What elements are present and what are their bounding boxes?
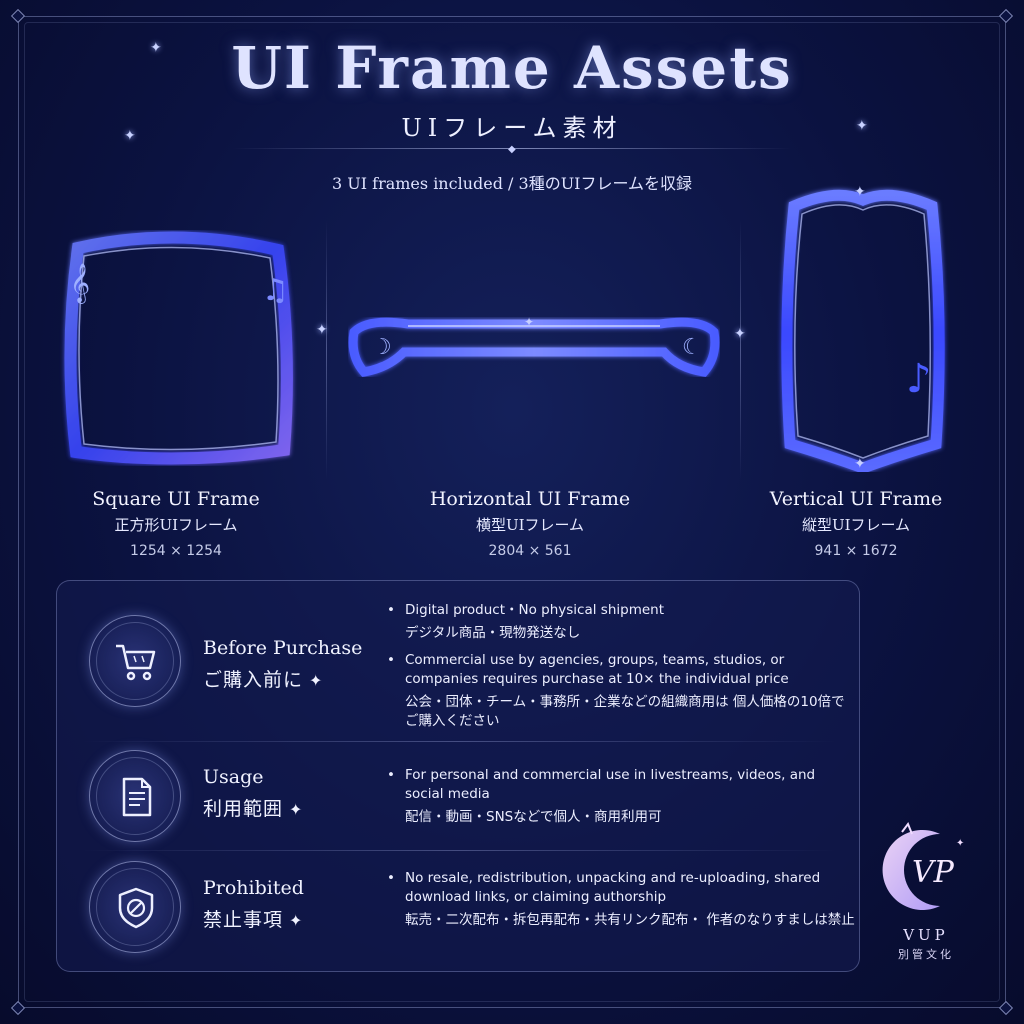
row-divider bbox=[81, 741, 837, 742]
svg-text:☽: ☽ bbox=[372, 335, 392, 360]
row-divider bbox=[81, 850, 837, 851]
frame-size: 2804 × 561 bbox=[488, 543, 572, 559]
outer-border bbox=[18, 16, 1006, 1008]
star-icon: ✦ bbox=[289, 800, 304, 819]
shopping-cart-icon bbox=[116, 644, 156, 681]
frame-name-jp: 縦型UIフレーム bbox=[801, 516, 911, 534]
prohibited-title: Prohibited 禁止事項 ✦ bbox=[203, 877, 304, 932]
vup-logo-mark: VP ✦ bbox=[882, 821, 964, 910]
document-icon bbox=[122, 777, 152, 817]
svg-text:✦: ✦ bbox=[524, 315, 534, 329]
list-item: Commercial use by agencies, groups, team… bbox=[387, 651, 857, 731]
sparkle-icon: ✦ bbox=[856, 118, 868, 134]
logo-brand: VUP bbox=[903, 926, 949, 944]
logo-subtitle: 別管文化 bbox=[898, 948, 954, 961]
shield-prohibited-icon bbox=[118, 887, 154, 929]
horizontal-frame-preview: ✦ ☾ ☽ bbox=[348, 315, 720, 377]
divider-gem-icon: ◆ bbox=[508, 144, 516, 155]
row-title-jp-text: ご購入前に bbox=[203, 669, 304, 691]
bullet-jp: 転売・二次配布・拆包再配布・共有リンク配布・ 作者のなりすましは禁止 bbox=[405, 912, 855, 928]
info-row-prohibited: Prohibited 禁止事項 ✦ No resale, redistributi… bbox=[57, 851, 861, 971]
row-title-jp-text: 利用範囲 bbox=[203, 798, 284, 820]
tagline: 3 UI frames included / 3種のUIフレームを収録 bbox=[331, 174, 693, 193]
page-subtitle: UIフレーム素材 bbox=[401, 114, 623, 142]
before-purchase-bullets: Digital product・No physical shipment デジタ… bbox=[387, 601, 857, 731]
before-purchase-title: Before Purchase ご購入前に ✦ bbox=[203, 637, 362, 692]
list-item: Digital product・No physical shipment デジタ… bbox=[387, 601, 857, 643]
svg-text:♪: ♪ bbox=[906, 356, 932, 402]
frame-size: 941 × 1672 bbox=[814, 543, 898, 559]
title-divider bbox=[232, 148, 792, 149]
list-item: No resale, redistribution, unpacking and… bbox=[387, 869, 857, 930]
frame-name-jp: 正方形UIフレーム bbox=[114, 516, 238, 534]
usage-bullets: For personal and commercial use in lives… bbox=[387, 766, 857, 827]
frame-size: 1254 × 1254 bbox=[130, 543, 222, 559]
frame-label-vertical: Vertical UI Frame 縦型UIフレーム 941 × 1672 bbox=[706, 488, 1006, 559]
row-title-en: Usage bbox=[203, 766, 264, 788]
bullet-en: Digital product・No physical shipment bbox=[405, 602, 664, 618]
svg-text:✦: ✦ bbox=[956, 838, 964, 849]
bullet-jp: 公会・団体・チーム・事務所・企業などの組織商用は 個人価格の10倍でご購入くださ… bbox=[405, 694, 845, 729]
bullet-jp: 配信・動画・SNSなどで個人・商用利用可 bbox=[405, 809, 662, 825]
row-title-jp-text: 禁止事項 bbox=[203, 909, 284, 931]
frame-name: Horizontal UI Frame bbox=[429, 488, 631, 510]
info-row-before-purchase: Before Purchase ご購入前に ✦ Digital product・N… bbox=[57, 581, 861, 741]
info-panel: Before Purchase ご購入前に ✦ Digital product・N… bbox=[56, 580, 860, 972]
prohibited-bullets: No resale, redistribution, unpacking and… bbox=[387, 869, 857, 930]
prohibited-badge bbox=[89, 861, 181, 953]
row-title-jp: ご購入前に ✦ bbox=[203, 665, 362, 692]
vertical-frame-preview: ✦ ♪ ✦ bbox=[781, 184, 945, 472]
bullet-en: For personal and commercial use in lives… bbox=[405, 767, 816, 802]
brand-logo: VP ✦ VUP 別管文化 bbox=[866, 820, 986, 970]
svg-text:𝄞: 𝄞 bbox=[70, 263, 90, 304]
frame-label-horizontal: Horizontal UI Frame 横型UIフレーム 2804 × 561 bbox=[380, 488, 680, 559]
svg-text:☾: ☾ bbox=[682, 335, 702, 360]
before-purchase-badge bbox=[89, 615, 181, 707]
star-icon: ✦ bbox=[289, 911, 304, 930]
bullet-en: Commercial use by agencies, groups, team… bbox=[405, 652, 789, 687]
frame-label-square: Square UI Frame 正方形UIフレーム 1254 × 1254 bbox=[26, 488, 326, 559]
vertical-divider bbox=[326, 220, 327, 480]
svg-text:✦: ✦ bbox=[854, 456, 866, 472]
row-title-jp: 利用範囲 ✦ bbox=[203, 794, 303, 821]
bullet-jp: デジタル商品・現物発送なし bbox=[405, 625, 581, 641]
row-title-en: Prohibited bbox=[203, 877, 304, 899]
sparkle-icon: ✦ bbox=[124, 128, 136, 144]
sparkle-icon: ✦ bbox=[316, 322, 328, 338]
svg-text:✦: ✦ bbox=[854, 184, 866, 200]
usage-badge bbox=[89, 750, 181, 842]
row-title-jp: 禁止事項 ✦ bbox=[203, 905, 304, 932]
sparkle-icon: ✦ bbox=[734, 326, 746, 342]
usage-title: Usage 利用範囲 ✦ bbox=[203, 766, 303, 821]
frame-name-jp: 横型UIフレーム bbox=[475, 516, 585, 534]
logo-monogram: VP bbox=[912, 855, 955, 890]
info-row-usage: Usage 利用範囲 ✦ For personal and commercial … bbox=[57, 742, 861, 850]
square-frame-preview: 𝄞 ♫ bbox=[64, 231, 293, 465]
svg-text:♫: ♫ bbox=[262, 273, 289, 308]
vertical-divider bbox=[740, 220, 741, 480]
page-title: UI Frame Assets bbox=[231, 34, 793, 102]
star-icon: ✦ bbox=[309, 671, 324, 690]
row-title-en: Before Purchase bbox=[203, 637, 363, 659]
list-item: For personal and commercial use in lives… bbox=[387, 766, 857, 827]
bullet-en: No resale, redistribution, unpacking and… bbox=[405, 870, 821, 905]
sparkle-icon: ✦ bbox=[150, 40, 162, 56]
frame-name: Vertical UI Frame bbox=[769, 488, 943, 510]
frame-name: Square UI Frame bbox=[92, 488, 260, 510]
